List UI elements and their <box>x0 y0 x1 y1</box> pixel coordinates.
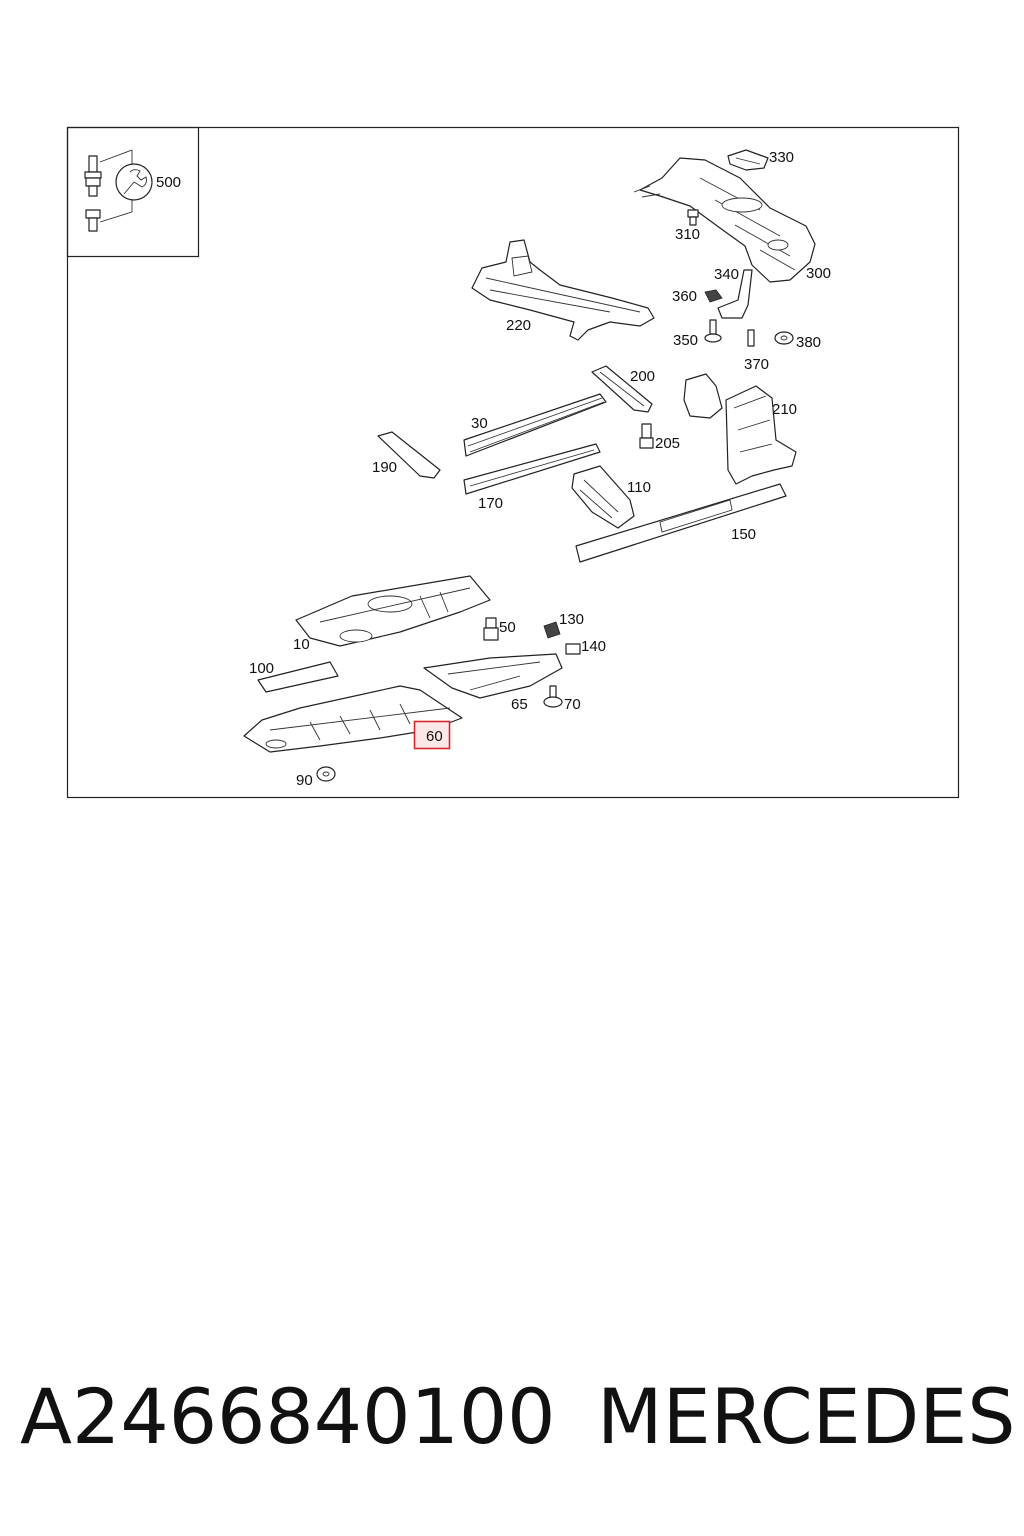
part-350-screw <box>704 319 722 343</box>
part-110-bracket <box>571 465 635 529</box>
part-90-nut <box>316 766 336 782</box>
part-50-bolt <box>483 617 499 641</box>
part-210-pillar <box>683 373 797 485</box>
bolt-icon <box>84 155 102 232</box>
label-380: 380 <box>796 334 821 351</box>
part-380-nut <box>774 331 794 345</box>
label-190: 190 <box>372 459 397 476</box>
label-360: 360 <box>672 288 697 305</box>
label-370: 370 <box>744 356 769 373</box>
part-370-screw <box>747 329 755 347</box>
label-350: 350 <box>673 332 698 349</box>
part-150-sill <box>575 483 787 563</box>
label-150: 150 <box>731 526 756 543</box>
part-360-clip <box>704 289 723 303</box>
part-30-rail <box>463 393 607 457</box>
label-310: 310 <box>675 226 700 243</box>
label-140: 140 <box>581 638 606 655</box>
part-310-bolt <box>687 209 699 226</box>
label-170: 170 <box>478 495 503 512</box>
part-170-rail <box>463 443 601 495</box>
label-340: 340 <box>714 266 739 283</box>
brand-name: MERCEDES <box>597 1372 1016 1461</box>
label-330: 330 <box>769 149 794 166</box>
label-65: 65 <box>511 696 528 713</box>
part-330-seal <box>727 149 769 171</box>
part-220-member <box>471 239 655 341</box>
label-90: 90 <box>296 772 313 789</box>
label-500: 500 <box>156 174 181 191</box>
label-205: 205 <box>655 435 680 452</box>
part-10-floor <box>295 575 491 647</box>
label-210: 210 <box>772 401 797 418</box>
part-200-plate <box>591 365 653 413</box>
part-70-screw <box>543 685 563 708</box>
label-220: 220 <box>506 317 531 334</box>
wrench-icon <box>115 163 153 201</box>
label-60: 60 <box>426 728 443 745</box>
label-10: 10 <box>293 636 310 653</box>
label-300: 300 <box>806 265 831 282</box>
part-340-bracket <box>717 269 753 319</box>
part-60-panel <box>243 685 463 753</box>
part-130-clip <box>543 621 561 639</box>
part-number: A2466840100 <box>20 1372 556 1461</box>
part-100-strip <box>257 661 339 693</box>
part-190-plate <box>377 431 441 479</box>
inset-box: 500 <box>66 126 200 258</box>
label-130: 130 <box>559 611 584 628</box>
label-100: 100 <box>249 660 274 677</box>
label-70: 70 <box>564 696 581 713</box>
diagram-frame <box>66 126 960 799</box>
part-140-block <box>565 643 581 655</box>
part-300-crossmember <box>633 157 816 283</box>
label-50: 50 <box>499 619 516 636</box>
label-200: 200 <box>630 368 655 385</box>
part-205-bolt <box>639 423 654 449</box>
highlight-box-60 <box>413 720 451 750</box>
label-30: 30 <box>471 415 488 432</box>
part-65-panel <box>423 653 563 699</box>
label-110: 110 <box>627 479 651 496</box>
